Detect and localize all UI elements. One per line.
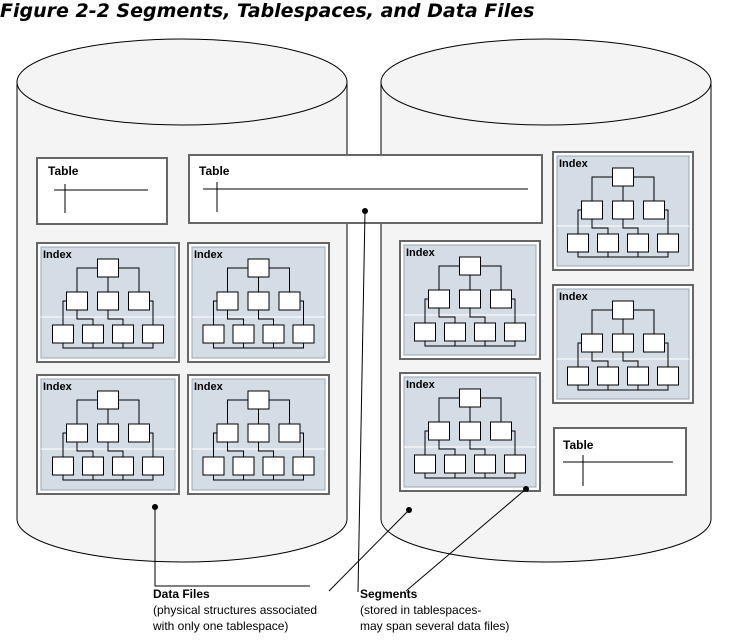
table-label: Table	[563, 438, 594, 452]
svg-text:Segments: Segments	[360, 587, 418, 601]
index-label: Index	[559, 158, 589, 170]
index-label: Index	[194, 381, 224, 393]
callout-segments: Segments (stored in tablespaces- may spa…	[360, 587, 509, 633]
index-label: Index	[559, 291, 589, 303]
table-label: Table	[199, 164, 230, 178]
index-label: Index	[406, 247, 436, 259]
index-label: Index	[194, 249, 224, 261]
index-segment: Index	[399, 372, 541, 492]
index-segment: Index	[552, 284, 694, 404]
figure-title: Figure 2-2 Segments, Tablespaces, and Da…	[0, 0, 535, 22]
table-segment-right: Table	[553, 427, 687, 496]
index-segment: Index	[187, 374, 330, 495]
svg-text:Data Files: Data Files	[153, 587, 210, 601]
index-segment: Index	[552, 151, 694, 271]
table-label: Table	[48, 164, 79, 178]
callout-dots	[152, 208, 529, 513]
index-segment: Index	[36, 242, 180, 363]
index-segment: Index	[36, 374, 180, 495]
index-segment: Index	[399, 240, 541, 360]
callout-data-files: Data Files (physical structures associat…	[152, 587, 317, 633]
svg-text:with only one tablespace): with only one tablespace)	[152, 619, 288, 633]
svg-text:(stored in tablespaces-: (stored in tablespaces-	[360, 603, 481, 617]
index-label: Index	[406, 379, 436, 391]
callout-leaders	[154, 210, 527, 593]
index-label: Index	[43, 249, 73, 261]
index-segment: Index	[187, 242, 330, 363]
svg-text:(physical structures associate: (physical structures associated	[153, 603, 317, 617]
index-label: Index	[43, 381, 73, 393]
svg-text:may span several data files): may span several data files)	[360, 619, 509, 633]
table-segment-left: Table	[36, 157, 168, 225]
